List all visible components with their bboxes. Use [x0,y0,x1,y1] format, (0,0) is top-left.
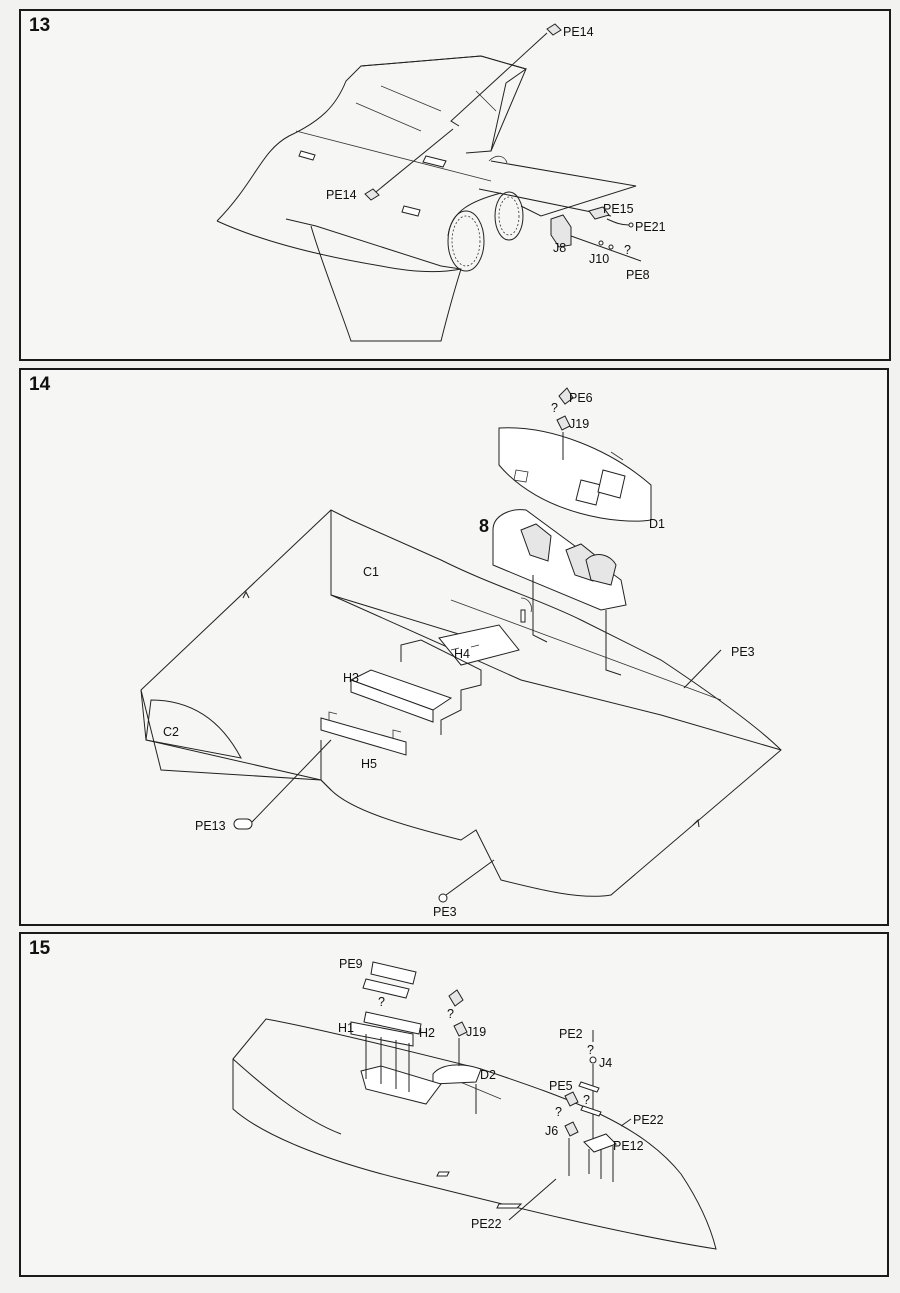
label-h5: H5 [361,757,377,771]
label-question: ? [624,243,631,257]
j4-part [589,1056,597,1064]
label-pe22-bottom: PE22 [471,1217,502,1231]
label-j19: J19 [569,417,589,431]
label-h2: H2 [419,1026,435,1040]
label-step-ref-8: 8 [479,516,489,536]
label-h3: H3 [343,671,359,685]
label-pe21: PE21 [635,220,666,234]
c2-intake [145,699,242,759]
j6-part [564,1121,579,1137]
pe14-part [546,23,562,36]
step-15-diagram: PE9 ? ? H1 H2 J19 D2 PE2 ? J4 PE5 ? ? J6… [232,957,717,1250]
label-j8: J8 [553,241,566,255]
cockpit-opening [360,1065,442,1105]
label-pe8: PE8 [626,268,650,282]
label-question-3: ? [587,1043,594,1057]
wing [285,218,462,342]
horizontal-stabilizer [490,160,637,217]
label-h4: H4 [454,647,470,661]
j19-part [556,415,571,431]
step-13-diagram: PE14 PE14 PE15 PE21 J8 J10 PE8 ? [216,23,666,342]
label-c1: C1 [363,565,379,579]
label-pe5: PE5 [549,1079,573,1093]
label-pe2: PE2 [559,1027,583,1041]
intake-edge [232,1058,342,1135]
label-pe14-left: PE14 [326,188,357,202]
step-number: 15 [29,938,51,959]
left-nozzle [447,210,485,272]
h5-part [320,717,407,756]
j19-part [453,1021,468,1037]
label-j6: J6 [545,1124,558,1138]
label-question-1: ? [378,995,385,1009]
label-c2: C2 [163,725,179,739]
step-13-panel: 13 [19,9,891,361]
d2-part [432,1064,482,1085]
pe15-part [588,206,610,220]
label-pe14-top: PE14 [563,25,594,39]
label-j4: J4 [599,1056,612,1070]
label-question-4: ? [583,1093,590,1107]
step-number: 14 [29,374,51,395]
label-h1: H1 [338,1021,354,1035]
label-pe6: PE6 [569,391,593,405]
step-14-diagram: PE6 ? J19 D1 8 C1 H4 H3 PE3 C2 H5 PE13 P… [140,387,782,919]
label-pe15: PE15 [603,202,634,216]
pe5-part [578,1081,600,1093]
h2-part [363,1011,422,1035]
pe9-part [370,961,417,985]
step-15-panel: 15 PE9 [19,932,889,1277]
fuselage-lower-outline [216,220,462,273]
label-pe22-right: PE22 [633,1113,664,1127]
label-pe12: PE12 [613,1139,644,1153]
label-pe3-bottom: PE3 [433,905,457,919]
right-nozzle [494,191,524,241]
label-question-2: ? [447,1007,454,1021]
step-14-panel: 14 [19,368,889,926]
pe3-bottom-part [438,893,448,903]
h1-part [350,1021,414,1047]
label-d2: D2 [480,1068,496,1082]
d1-canopy [498,427,652,522]
label-j10: J10 [589,252,609,266]
label-pe3-right: PE3 [731,645,755,659]
label-pe13: PE13 [195,819,226,833]
pe12-part [583,1133,617,1153]
label-pe9: PE9 [339,957,363,971]
pe6-part [558,387,574,405]
vertical-tail [360,55,527,154]
label-d1: D1 [649,517,665,531]
pe13-part [233,818,253,830]
step-number: 13 [29,15,51,36]
label-question: ? [551,401,558,415]
j8-part [550,214,572,248]
label-question-5: ? [555,1105,562,1119]
label-j19: J19 [466,1025,486,1039]
upper-fuselage [232,1018,717,1250]
